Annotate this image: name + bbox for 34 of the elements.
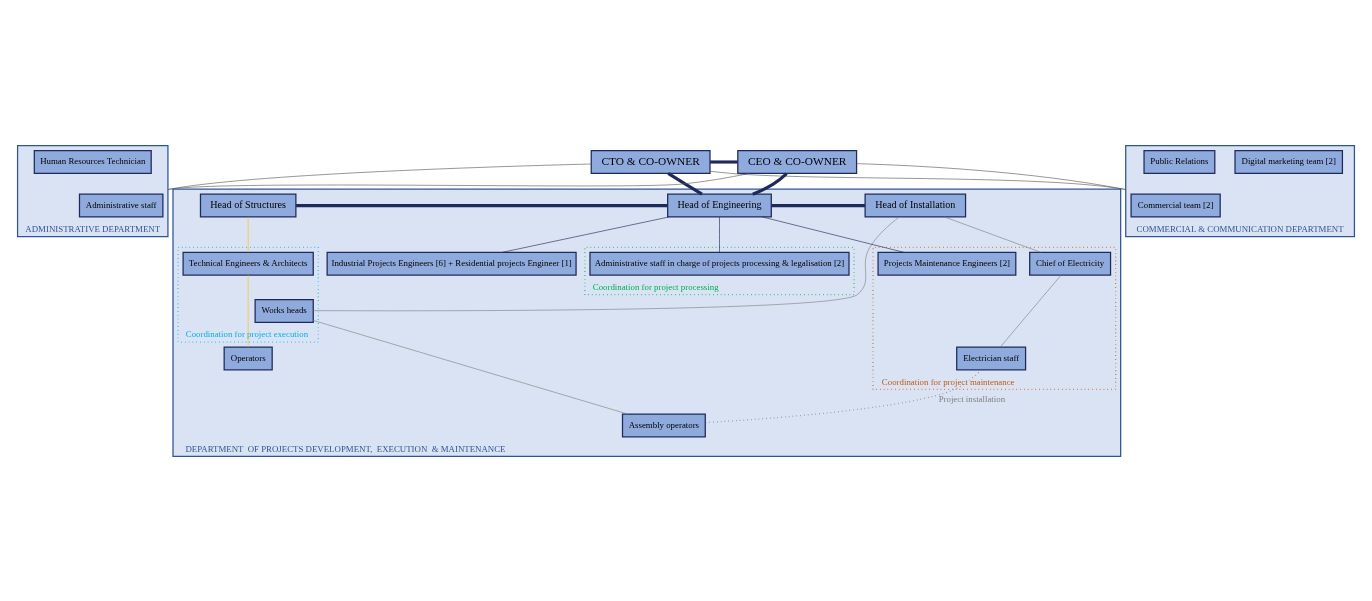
connector	[710, 159, 738, 164]
connector	[667, 171, 703, 196]
connector	[752, 171, 788, 196]
node-box: Head of Installation	[864, 193, 967, 218]
node-box: Projects Maintenance Engineers [2]	[877, 251, 1017, 276]
connector	[944, 216, 1041, 253]
connector	[762, 216, 905, 253]
connector	[719, 216, 720, 252]
node-box: CEO & CO-OWNER	[737, 149, 858, 174]
node-box: Assembly operators	[621, 412, 706, 437]
connector	[856, 162, 1127, 190]
node-box: Electrician staff	[956, 346, 1027, 370]
edge-label: Project installation	[938, 393, 1006, 404]
node-box: Head of Structures	[199, 193, 297, 218]
connector	[313, 216, 900, 311]
connector	[296, 203, 668, 207]
node-box: Public Relations	[1143, 149, 1216, 174]
connector	[771, 203, 865, 207]
connector	[1000, 274, 1062, 347]
node-box: Head of Engineering	[667, 193, 772, 218]
connector	[313, 319, 629, 414]
node-box: Works heads	[254, 298, 314, 323]
node-box: Administrative staff	[78, 193, 164, 218]
node-box: Chief of Electricity	[1029, 251, 1112, 276]
node-box: Industrial Projects Engineers [6] + Residential projects Engineer [1]	[326, 251, 577, 276]
node-box: Operators	[223, 346, 273, 370]
connector	[167, 172, 750, 190]
node-box: Human Resources Technician	[33, 149, 152, 174]
node-box: Commercial team [2]	[1130, 193, 1221, 218]
node-box: Technical Engineers & Architects	[182, 251, 314, 276]
node-box: Digital marketing team [2]	[1234, 149, 1344, 174]
connector	[502, 216, 670, 253]
node-box: Administrative staff in charge of projects processing & legalisation [2]	[589, 251, 850, 276]
node-box: CTO & CO-OWNER	[590, 149, 711, 174]
